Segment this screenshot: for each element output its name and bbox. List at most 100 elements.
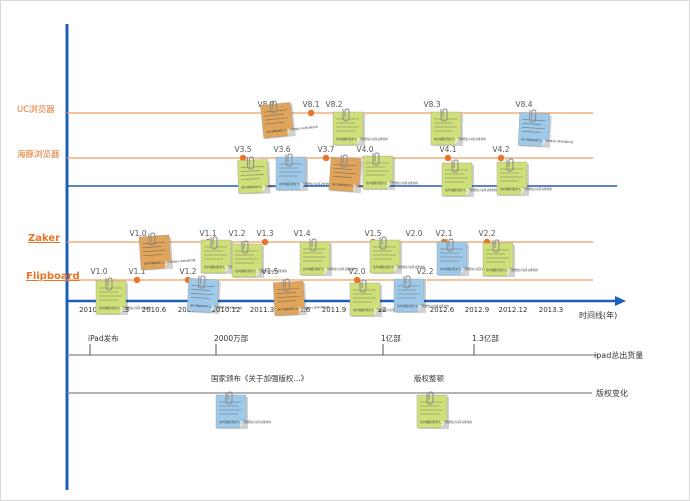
sticky-note: 用户规模持续扩大，开始增加小说等功能内容: [215, 391, 271, 429]
paperclip-icon: [269, 100, 278, 114]
note-text-line: [276, 296, 300, 298]
sticky-note: 用户规模持续扩大，开始增加小说等功能内容: [517, 109, 574, 148]
version-label-haitun: V4.1: [439, 145, 456, 154]
note-fold: [466, 189, 472, 196]
note-text-line: [143, 254, 163, 257]
note-fold: [418, 305, 424, 312]
sticky-note: 用户规模持续扩大，开始增加小说等功能内容: [482, 239, 538, 277]
version-label-zaker: V1.0: [129, 229, 146, 238]
paperclip-icon: [492, 239, 500, 253]
version-label-zaker: V1.4: [293, 229, 310, 238]
note-text: 用户规模持续扩大，开始增加小说等功能内容: [434, 137, 486, 141]
sticky-note: 用户规模持续扩大，开始增加小说等功能内容: [349, 279, 405, 317]
note-fold: [521, 188, 527, 195]
note-text: 用户规模持续扩大，开始增加小说等功能内容: [500, 187, 552, 191]
note-text-line: [276, 288, 300, 290]
version-label-zaker: V2.2: [478, 229, 495, 238]
sticky-note: 用户规模持续扩大，开始增加小说等功能内容: [332, 108, 388, 146]
sticky-note: 用户规模持续扩大，开始增加小说等功能内容: [138, 232, 196, 271]
paperclip-icon: [440, 108, 448, 122]
note-text: 用户规模持续扩大，开始增加小说等功能内容: [373, 265, 425, 269]
note-text-line: [240, 166, 264, 168]
note-text: 用户规模持续扩大，开始增加小说等功能内容: [440, 267, 492, 271]
lane-label-uc: UC浏览器: [17, 104, 55, 115]
paperclip-icon: [282, 278, 290, 292]
note-fold: [262, 185, 269, 193]
sticky-note: 用户规模持续扩大，开始增加小说等功能内容: [95, 277, 151, 315]
version-label-flipboard: V2.2: [416, 267, 433, 276]
note-text: 用户规模持续扩大，开始增加小说等功能内容: [241, 184, 293, 190]
note-text: 用户规模持续扩大，开始增加小说等功能内容: [144, 258, 196, 266]
note-text-line: [277, 300, 297, 302]
note-text-line: [521, 131, 541, 133]
version-label-flipboard: V1.0: [90, 267, 107, 276]
version-label-uc: V8.3: [423, 100, 440, 109]
version-dot: [497, 154, 505, 162]
note-fold: [455, 138, 461, 145]
note-text-line: [191, 289, 211, 291]
note-text: 用户规模持续扩大，开始增加小说等功能内容: [486, 268, 538, 272]
paperclip-icon: [285, 153, 293, 167]
time-axis-tick: 2012.9: [465, 306, 490, 314]
version-dot: [239, 154, 247, 162]
note-text-line: [276, 292, 296, 294]
sticky-note: 用户规模持续扩大，开始增加小说等功能内容: [393, 275, 449, 313]
note-paper: [237, 159, 269, 194]
version-label-uc: V8.1: [302, 100, 319, 109]
note-text: 用户规模持续扩大，开始增加小说等功能内容: [99, 306, 151, 310]
paperclip-icon: [309, 238, 317, 252]
paperclip-icon: [246, 156, 255, 170]
time-axis-arrow-icon: [615, 296, 626, 306]
note-fold: [225, 266, 231, 273]
note-text-line: [264, 109, 288, 113]
note-text-line: [191, 293, 215, 295]
version-label-zaker: V1.5: [364, 229, 381, 238]
note-text-line: [522, 127, 546, 129]
sticky-note: 用户规模持续扩大，开始增加小说等功能内容: [299, 238, 355, 276]
note-text-line: [240, 174, 264, 176]
sticky-note: 用户规模持续扩大，开始增加小说等功能内容: [200, 236, 256, 274]
version-label-uc: V8.4: [515, 100, 532, 109]
note-text-line: [190, 297, 210, 299]
note-fold: [120, 307, 126, 314]
note-text-line: [240, 170, 260, 172]
paperclip-icon: [359, 279, 367, 293]
paperclip-icon: [198, 275, 206, 289]
version-dot: [133, 276, 141, 284]
sticky-note: 用户规模持续扩大，开始增加小说等功能内容: [186, 275, 243, 314]
lane-label-zaker: Zaker: [28, 233, 60, 244]
time-axis-tick: 2010.6: [142, 306, 167, 314]
note-text: 用户规模持续扩大，开始增加小说等功能内容: [353, 308, 405, 312]
note-paper: [186, 278, 220, 313]
paperclip-icon: [342, 108, 350, 122]
sticky-note: 用户规模持续扩大，开始增加小说等功能内容: [231, 240, 287, 278]
sticky-note: 用户规模持续扩大，开始增加小说等功能内容: [272, 278, 330, 317]
ipad-event-label: 1.3亿部: [472, 333, 499, 343]
note-text-line: [333, 163, 357, 167]
version-label-flipboard: V1.1: [128, 267, 145, 276]
note-text: 用户规模持续扩大，开始增加小说等功能内容: [332, 182, 384, 190]
note-text-line: [264, 117, 288, 121]
time-axis-label: 时间线(年): [579, 310, 617, 320]
version-label-haitun: V3.5: [234, 145, 251, 154]
paperclip-icon: [148, 232, 156, 246]
version-label-haitun: V3.7: [317, 145, 334, 154]
sticky-note: 用户规模持续扩大，开始增加小说等功能内容: [260, 100, 318, 140]
version-label-uc: V8.2: [325, 100, 342, 109]
version-label-haitun: V4.2: [492, 145, 509, 154]
version-label-flipboard: V1.5: [261, 267, 278, 276]
time-axis-tick: 2010.12: [212, 306, 241, 314]
lane-label-haitun: 海豚浏览器: [17, 149, 60, 160]
note-fold: [352, 184, 360, 192]
note-text: 用户规模持续扩大，开始增加小说等功能内容: [219, 420, 271, 424]
sticky-note: 用户规模持续扩大，开始增加小说等功能内容: [275, 153, 331, 191]
version-label-zaker: V2.1: [435, 229, 452, 238]
note-fold: [324, 268, 330, 275]
note-text-line: [522, 119, 546, 121]
version-label-zaker: V1.2: [228, 229, 245, 238]
note-text: 用户规模持续扩大，开始增加小说等功能内容: [204, 265, 256, 269]
note-text: 用户规模持续扩大，开始增加小说等功能内容: [277, 305, 329, 312]
paperclip-icon: [340, 154, 348, 168]
